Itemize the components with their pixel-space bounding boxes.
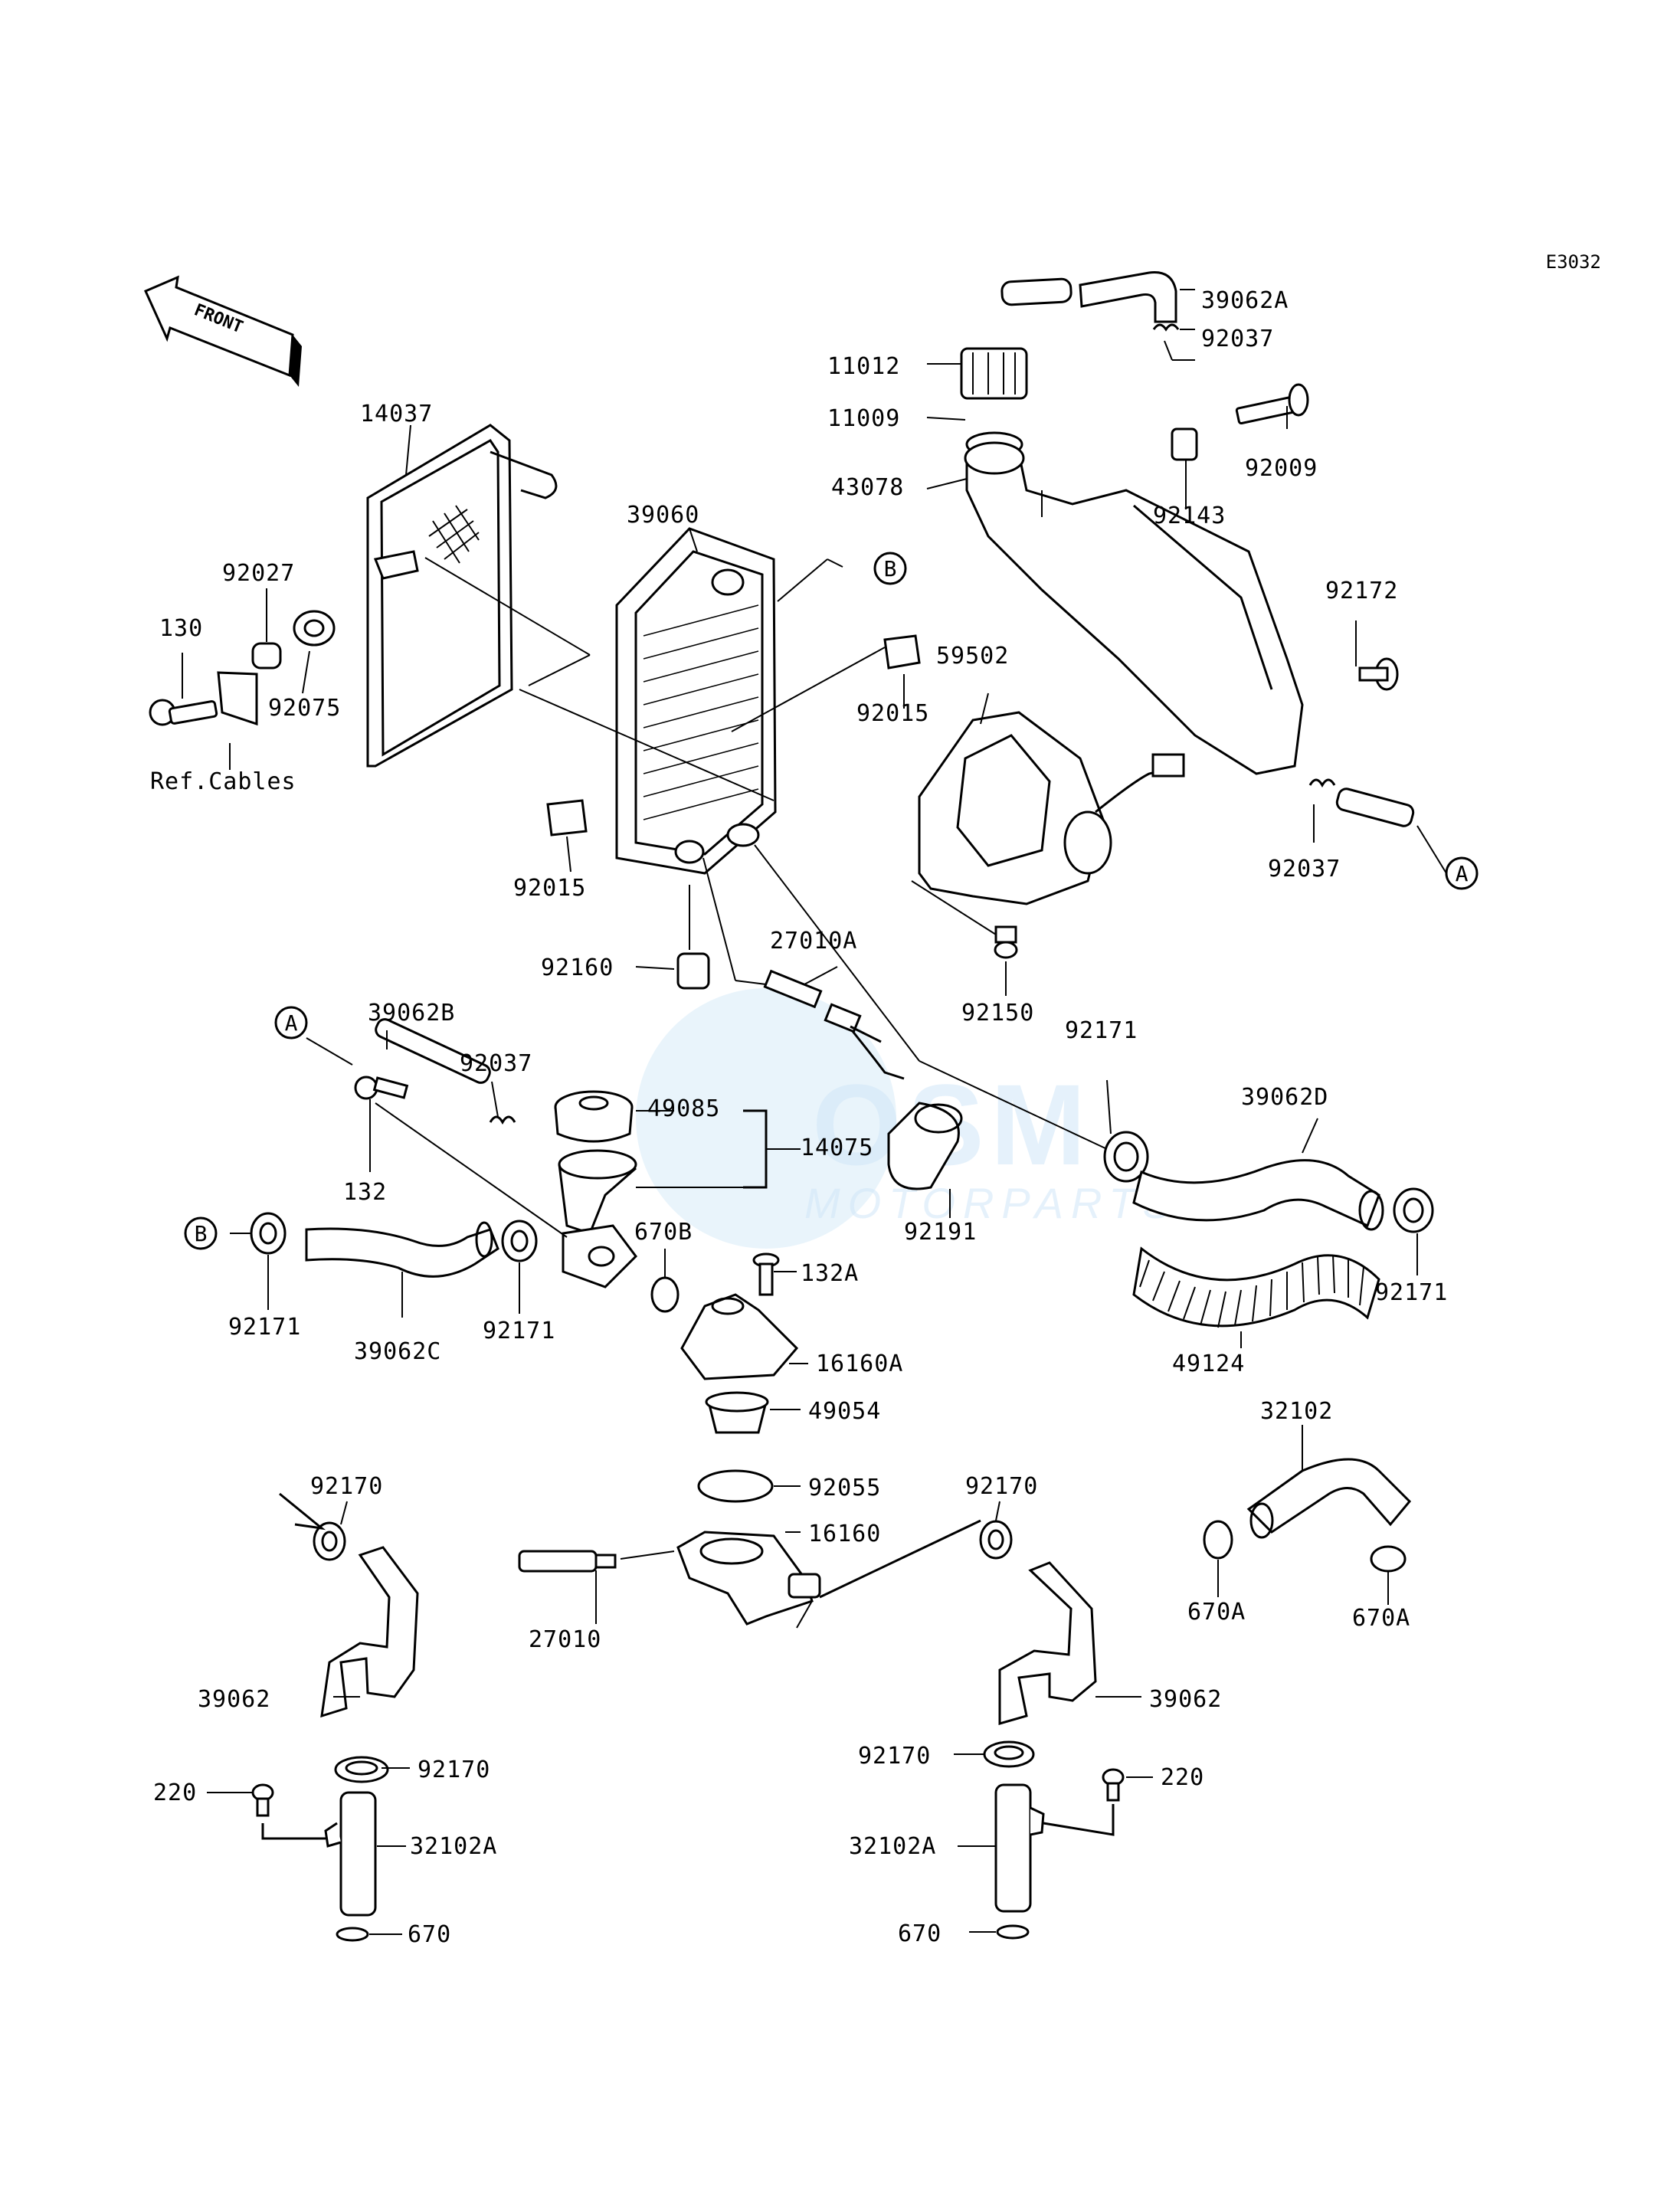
part-label: 92171 xyxy=(483,1318,555,1344)
part-label: 132A xyxy=(801,1260,859,1287)
part-label: 220 xyxy=(1161,1764,1204,1791)
part-label: 670A xyxy=(1187,1599,1246,1626)
part-label: 32102 xyxy=(1260,1398,1333,1425)
part-label: 16160 xyxy=(808,1521,881,1547)
part-label: 220 xyxy=(153,1780,197,1806)
ref-cables-note: Ref.Cables xyxy=(150,768,296,795)
part-label: 49124 xyxy=(1172,1351,1245,1377)
part-label: 14075 xyxy=(801,1135,873,1161)
callout-a-right: A xyxy=(1445,856,1479,890)
part-label: 92150 xyxy=(961,1000,1034,1026)
part-label: 92170 xyxy=(310,1473,383,1500)
part-label: 92037 xyxy=(460,1050,532,1077)
svg-text:B: B xyxy=(195,1221,208,1246)
part-label: 27010 xyxy=(529,1626,601,1653)
part-label: 39062 xyxy=(1149,1686,1222,1713)
diagram-code: E3032 xyxy=(1546,251,1601,273)
part-label: 92170 xyxy=(965,1473,1038,1500)
part-label: 670 xyxy=(898,1920,942,1947)
part-label: 92160 xyxy=(541,954,614,981)
callout-a-left: A xyxy=(274,1006,308,1040)
part-label: 39062D xyxy=(1241,1084,1328,1111)
callout-b-left: B xyxy=(184,1216,218,1250)
part-label: 59502 xyxy=(936,643,1009,670)
radiator-group xyxy=(149,424,1185,1150)
part-label: 670B xyxy=(634,1219,693,1246)
part-label: 92143 xyxy=(1153,503,1226,529)
bottom-group xyxy=(207,1425,1412,1942)
part-label: 39062A xyxy=(1201,287,1289,314)
part-label: 11012 xyxy=(827,353,900,380)
part-label: 130 xyxy=(159,615,203,642)
part-label: 92075 xyxy=(268,695,341,722)
part-label: 49054 xyxy=(808,1398,881,1425)
callout-b-top: B xyxy=(873,552,907,585)
part-label: 32102A xyxy=(849,1833,936,1860)
part-label: 14037 xyxy=(360,401,433,427)
part-label: 92027 xyxy=(222,560,295,587)
part-label: 27010A xyxy=(770,928,857,954)
part-label: 92171 xyxy=(228,1314,301,1341)
svg-text:B: B xyxy=(884,556,897,581)
part-label: 92037 xyxy=(1268,856,1341,882)
part-label: 92015 xyxy=(513,875,586,902)
part-label: 92037 xyxy=(1201,326,1274,352)
part-label: 670 xyxy=(408,1921,451,1948)
svg-text:A: A xyxy=(1456,861,1469,886)
front-arrow-icon: FRONT xyxy=(144,275,302,387)
part-label: 11009 xyxy=(827,405,900,432)
part-label: 670A xyxy=(1352,1605,1410,1632)
part-label: 92171 xyxy=(1375,1279,1448,1306)
part-label: 92015 xyxy=(856,700,929,727)
svg-text:A: A xyxy=(285,1010,298,1036)
part-label: 132 xyxy=(343,1179,387,1206)
part-label: 16160A xyxy=(816,1351,903,1377)
middle-group xyxy=(230,966,1434,1626)
part-labels: 39062A 92037 11012 11009 92009 43078 921… xyxy=(150,287,1448,1948)
part-label: 49085 xyxy=(647,1095,720,1122)
part-label: 92191 xyxy=(904,1219,977,1246)
part-label: 43078 xyxy=(831,474,904,501)
reservoir-group xyxy=(926,271,1447,874)
part-label: 92171 xyxy=(1065,1017,1138,1044)
part-label: 39062C xyxy=(354,1338,441,1365)
part-label: 32102A xyxy=(410,1833,497,1860)
part-label: 39062B xyxy=(368,1000,455,1026)
part-label: 92170 xyxy=(858,1743,931,1770)
watermark-sub: MOTORPARTS xyxy=(804,1179,1179,1227)
part-label: 92009 xyxy=(1245,455,1318,482)
part-label: 39060 xyxy=(627,502,699,529)
part-label: 39062 xyxy=(198,1686,270,1713)
part-label: 92170 xyxy=(418,1757,490,1783)
part-label: 92055 xyxy=(808,1475,881,1501)
part-label: 92172 xyxy=(1325,578,1398,604)
